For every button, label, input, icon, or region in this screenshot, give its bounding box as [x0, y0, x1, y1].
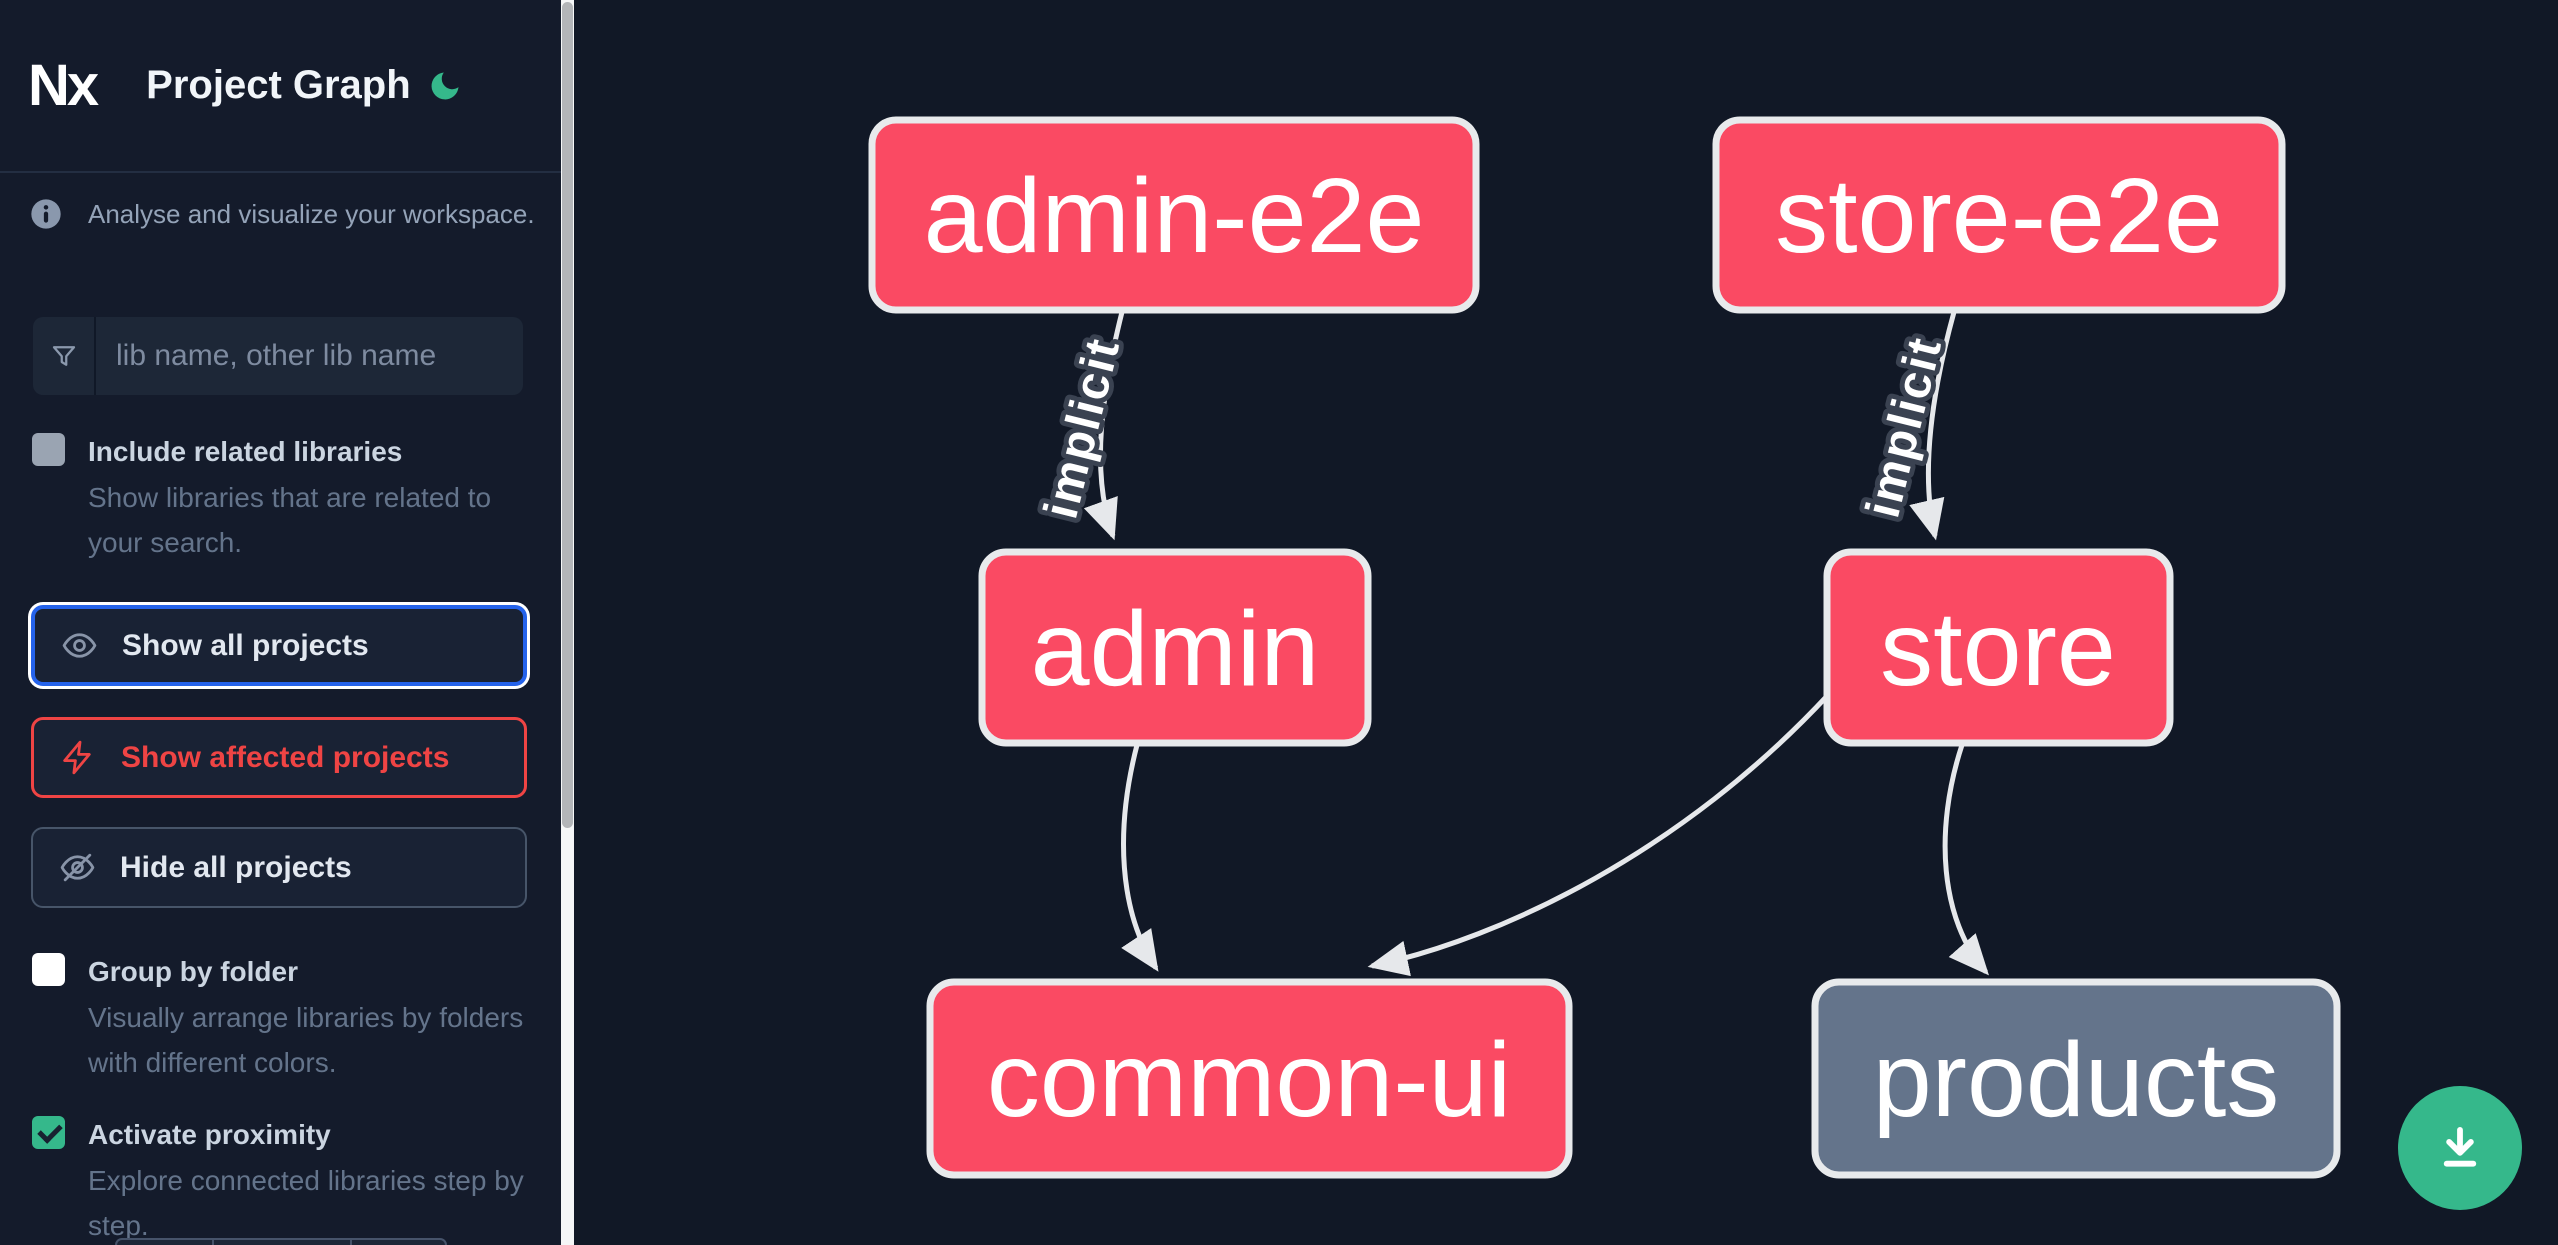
- search-box: [33, 317, 523, 395]
- show-affected-projects-label: Show affected projects: [121, 740, 450, 774]
- graph-node-admin[interactable]: admin: [978, 548, 1372, 747]
- group-by-folder-toggle: Group by folder Visually arrange librari…: [32, 953, 532, 1085]
- activate-proximity-toggle: Activate proximity Explore connected lib…: [32, 1116, 532, 1245]
- svg-text:store: store: [1880, 590, 2116, 708]
- proximity-stepper-partial[interactable]: [115, 1238, 447, 1245]
- activate-proximity-label: Activate proximity: [88, 1119, 331, 1150]
- group-by-folder-checkbox[interactable]: [32, 953, 65, 986]
- stepper-segment[interactable]: [212, 1240, 350, 1245]
- include-related-toggle: Include related libraries Show libraries…: [32, 433, 532, 565]
- show-affected-projects-button[interactable]: Show affected projects: [31, 717, 527, 798]
- lightning-bolt-icon: [63, 740, 91, 775]
- scrollbar-thumb[interactable]: [562, 2, 573, 828]
- eye-icon: [62, 633, 97, 658]
- svg-text:admin: admin: [1031, 590, 1320, 708]
- svg-text:admin-e2e: admin-e2e: [924, 157, 1425, 275]
- graph-node-common-ui[interactable]: common-ui: [926, 978, 1573, 1179]
- include-related-checkbox[interactable]: [32, 433, 65, 466]
- edge-admin-to-common-ui: [1121, 744, 1159, 972]
- show-all-projects-label: Show all projects: [122, 628, 369, 662]
- download-graph-button[interactable]: [2398, 1086, 2522, 1210]
- include-related-description: Show libraries that are related to your …: [88, 482, 492, 558]
- group-by-folder-label: Group by folder: [88, 956, 298, 987]
- hide-all-projects-label: Hide all projects: [120, 850, 352, 884]
- edge-admin-e2e-to-admin: [1083, 311, 1125, 541]
- edge-label-implicit: implicit: [1035, 332, 1131, 523]
- svg-text:common-ui: common-ui: [987, 1021, 1511, 1139]
- show-all-projects-button[interactable]: Show all projects: [31, 605, 527, 686]
- tagline-row: Analyse and visualize your workspace.: [30, 198, 535, 230]
- edge-store-to-products: [1942, 744, 1989, 976]
- include-related-label: Include related libraries: [88, 436, 403, 467]
- hide-all-projects-button[interactable]: Hide all projects: [31, 827, 527, 908]
- info-icon: [31, 199, 61, 229]
- sidebar: Nx Project Graph Analyse and visualize y…: [0, 0, 561, 1245]
- eye-off-icon: [60, 853, 95, 882]
- page-title: Project Graph: [146, 63, 411, 107]
- sidebar-header: Nx Project Graph: [0, 0, 561, 173]
- svg-text:products: products: [1873, 1021, 2280, 1139]
- edge-store-e2e-to-store: [1909, 311, 1957, 541]
- search-input[interactable]: [96, 317, 523, 395]
- dark-mode-moon-icon[interactable]: [427, 68, 463, 104]
- svg-text:store-e2e: store-e2e: [1775, 157, 2223, 275]
- activate-proximity-checkbox[interactable]: [32, 1116, 65, 1149]
- download-icon: [2443, 1126, 2477, 1167]
- edge-store-to-common-ui: [1367, 693, 1830, 977]
- group-by-folder-description: Visually arrange libraries by folders wi…: [88, 1002, 524, 1078]
- graph-node-store-e2e[interactable]: store-e2e: [1712, 116, 2286, 314]
- tagline-text: Analyse and visualize your workspace.: [88, 198, 535, 229]
- edge-label-implicit: implicit: [1857, 331, 1953, 522]
- graph-canvas[interactable]: implicit implicit admin-e2e store-e2e ad…: [574, 0, 2558, 1245]
- graph-node-products[interactable]: products: [1811, 978, 2341, 1179]
- activate-proximity-description: Explore connected libraries step by step…: [88, 1165, 524, 1241]
- sidebar-scrollbar[interactable]: [561, 0, 574, 1245]
- nx-logo: Nx: [28, 53, 99, 118]
- graph-node-admin-e2e[interactable]: admin-e2e: [868, 116, 1480, 314]
- stepper-segment[interactable]: [350, 1240, 445, 1245]
- graph-node-store[interactable]: store: [1823, 548, 2174, 747]
- dependency-graph-svg: implicit implicit admin-e2e store-e2e ad…: [868, 116, 2341, 1179]
- filter-funnel-icon: [33, 317, 96, 395]
- stepper-segment[interactable]: [117, 1240, 212, 1245]
